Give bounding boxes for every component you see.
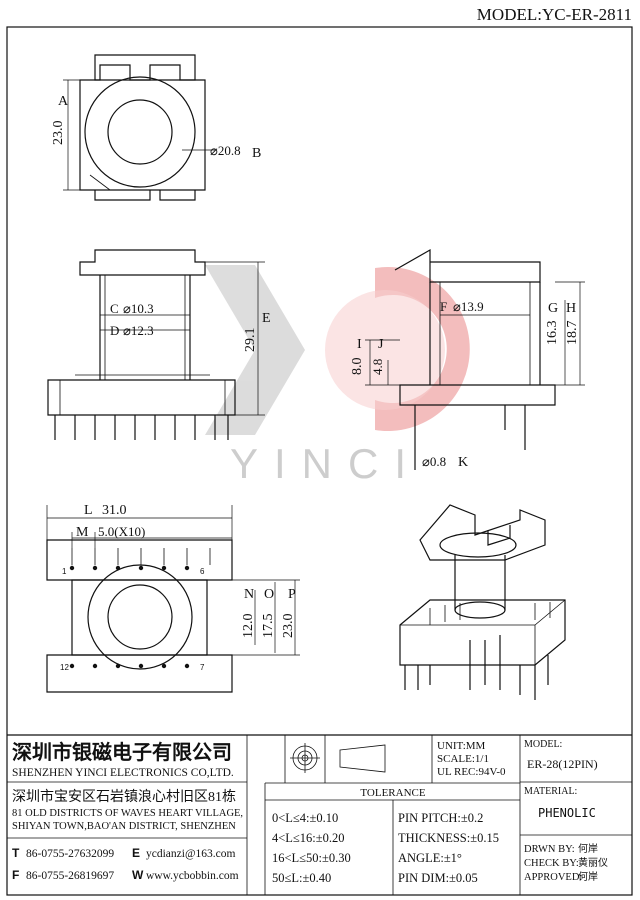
dim-c-label: C <box>110 301 119 316</box>
dim-l-label: L <box>84 503 93 518</box>
dim-g-value: 16.3 <box>545 321 560 346</box>
dim-j-label: J <box>378 337 384 352</box>
approved-name: 何岸 <box>578 870 598 883</box>
fax-label: F <box>12 868 19 882</box>
scale: SCALE:1/1 <box>437 753 489 765</box>
dim-j-value: 4.8 <box>370 359 385 375</box>
address-en-1: 81 OLD DISTRICTS OF WAVES HEART VILLAGE, <box>12 808 243 819</box>
tolerance-1: 0<L≤4:±0.10 <box>272 811 338 825</box>
dim-a-label: A <box>58 94 69 109</box>
watermark-text: YINCI <box>230 440 422 487</box>
side-view <box>365 248 585 470</box>
dim-b-value: ⌀20.8 <box>210 143 241 158</box>
model-value: ER-28(12PIN) <box>527 757 598 771</box>
email-label: E <box>132 846 140 860</box>
dim-c-value: ⌀10.3 <box>123 301 154 316</box>
model-title: MODEL:YC-ER-2811 <box>477 5 632 24</box>
dim-i-label: I <box>357 337 362 352</box>
yinci-logo-watermark: YINCI <box>205 265 470 487</box>
dim-f-label: F <box>440 299 447 314</box>
dim-b-label: B <box>252 146 261 161</box>
model-label: MODEL: <box>524 739 562 750</box>
address-cn: 深圳市宝安区石岩镇浪心村旧区81栋 <box>12 788 236 805</box>
pin-label-6: 6 <box>200 567 205 576</box>
drawn-by-label: DRWN BY: <box>524 844 575 855</box>
tolerance-4: 50≤L:±0.40 <box>272 871 331 885</box>
pin-dim: PIN DIM:±0.05 <box>398 871 478 885</box>
bottom-view <box>46 505 300 693</box>
title-block <box>7 734 632 895</box>
front-view <box>47 249 265 440</box>
approved-label: APPROVED: <box>524 872 582 883</box>
dim-o-label: O <box>264 587 274 602</box>
dim-e-label: E <box>262 311 271 326</box>
dim-d-value: ⌀12.3 <box>123 323 154 338</box>
ul-rec: UL REC:94V-0 <box>437 766 506 778</box>
tolerance-3: 16<L≤50:±0.30 <box>272 851 351 865</box>
sheet-border <box>6 26 633 896</box>
unit: UNIT:MM <box>437 740 486 752</box>
dim-n-label: N <box>244 587 254 602</box>
dim-k-label: K <box>458 455 468 470</box>
dim-a-value: 23.0 <box>51 121 66 146</box>
isometric-view <box>399 504 566 700</box>
company-cn: 深圳市银磁电子有限公司 <box>12 740 232 764</box>
angle: ANGLE:±1° <box>398 851 462 865</box>
phone-value: 86-0755-27632099 <box>26 848 114 860</box>
dim-m-label: M <box>76 525 89 540</box>
dim-o-value: 17.5 <box>261 614 276 639</box>
dim-l-value: 31.0 <box>102 503 127 518</box>
dim-p-value: 23.0 <box>281 614 296 639</box>
drawn-by-name: 何岸 <box>578 842 598 855</box>
pin-label-7: 7 <box>200 663 205 672</box>
dim-n-value: 12.0 <box>241 614 256 639</box>
dim-p-label: P <box>288 587 296 602</box>
dim-h-value: 18.7 <box>565 321 580 346</box>
tolerance-2: 4<L≤16:±0.20 <box>272 831 345 845</box>
dim-f-value: ⌀13.9 <box>453 299 484 314</box>
top-view <box>63 54 215 201</box>
dim-e-value: 29.1 <box>243 328 258 353</box>
dim-g-label: G <box>548 301 558 316</box>
pin-label-12: 12 <box>60 663 69 672</box>
dim-d-label: D <box>110 323 119 338</box>
material-value: PHENOLIC <box>538 806 596 820</box>
check-by-name: 黄丽仪 <box>578 856 608 869</box>
address-en-2: SHIYAN TOWN,BAO'AN DISTRICT, SHENZHEN <box>12 821 236 832</box>
website-value: www.ycbobbin.com <box>146 870 239 882</box>
thickness: THICKNESS:±0.15 <box>398 831 499 845</box>
website-label: W <box>132 868 144 882</box>
pin-pitch: PIN PITCH:±0.2 <box>398 811 483 825</box>
email-value: ycdianzi@163.com <box>146 848 236 860</box>
check-by-label: CHECK BY: <box>524 858 579 869</box>
dim-h-label: H <box>566 301 576 316</box>
phone-label: T <box>12 846 20 860</box>
dim-k-value: ⌀0.8 <box>422 454 446 469</box>
company-en: SHENZHEN YINCI ELECTRONICS CO,LTD. <box>12 767 234 779</box>
material-label: MATERIAL: <box>524 786 577 797</box>
tolerance-title: TOLERANCE <box>360 787 425 799</box>
dim-i-value: 8.0 <box>350 358 365 376</box>
pin-label-1: 1 <box>62 567 67 576</box>
fax-value: 86-0755-26819697 <box>26 870 114 882</box>
dim-m-value: 5.0(X10) <box>98 524 145 539</box>
